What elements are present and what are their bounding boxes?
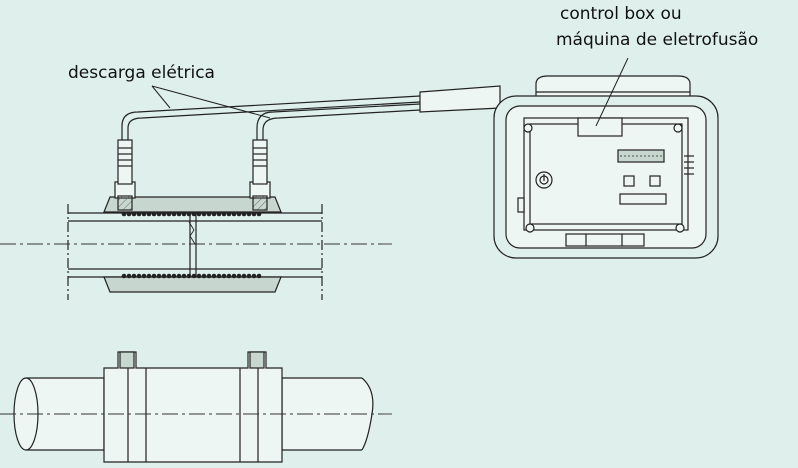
coil-wire-dot <box>201 273 207 279</box>
control-box-label-line2: máquina de eletrofusão <box>556 30 759 50</box>
coil-wire-dot <box>241 211 247 217</box>
coil-wire-dot <box>211 273 217 279</box>
coil-wire-dot <box>181 211 187 217</box>
heating-coil-lower <box>121 273 262 279</box>
panel-notch <box>577 117 623 137</box>
coil-wire-dot <box>121 211 127 217</box>
coil-wire-dot <box>151 211 157 217</box>
coil-wire-dot <box>136 211 142 217</box>
coil-wire-dot <box>226 273 232 279</box>
coil-wire-dot <box>146 211 152 217</box>
coil-wire-dot <box>251 211 257 217</box>
control-box <box>493 75 719 259</box>
coil-wire-dot <box>231 273 237 279</box>
terminal-post-right <box>249 351 265 369</box>
screw-top-right <box>673 123 683 133</box>
coil-wire-dot <box>121 273 127 279</box>
cable-sleeve <box>419 85 501 113</box>
coil-wire-dot <box>256 273 262 279</box>
coil-wire-dot <box>176 211 182 217</box>
coil-wire-dot <box>141 211 147 217</box>
coupling-body <box>103 351 283 463</box>
coil-wire-dot <box>141 273 147 279</box>
coil-wire-dot <box>226 211 232 217</box>
coil-wire-dot <box>241 273 247 279</box>
external-view <box>13 351 374 463</box>
card-slot <box>619 193 667 205</box>
coil-wire-dot <box>171 273 177 279</box>
coil-wire-dot <box>236 273 242 279</box>
coil-wire-dot <box>256 211 262 217</box>
coil-wire-dot <box>131 211 137 217</box>
control-box-feet <box>565 233 645 247</box>
discharge-leaders <box>151 85 271 119</box>
coil-wire-dot <box>216 273 222 279</box>
coil-wire-dot <box>196 211 202 217</box>
screw-bottom-left <box>525 223 535 233</box>
coil-wire-dot <box>186 211 192 217</box>
coil-wire-dot <box>126 211 132 217</box>
coil-wire-dot <box>166 211 172 217</box>
coil-wire-dot <box>206 273 212 279</box>
coil-wire-dot <box>206 211 212 217</box>
coupling-lower-half <box>103 276 282 293</box>
coil-wire-dot <box>201 211 207 217</box>
side-vent <box>684 155 694 175</box>
terminal-post-left <box>119 351 135 369</box>
coil-wire-dot <box>161 211 167 217</box>
coil-wire-dot <box>171 211 177 217</box>
coil-wire-dot <box>211 211 217 217</box>
terminal-right-socket <box>252 195 268 211</box>
coil-wire-dot <box>246 211 252 217</box>
terminal-left-socket <box>117 195 133 211</box>
screw-top-left <box>523 123 533 133</box>
coil-wire-dot <box>136 273 142 279</box>
coil-wire-dot <box>221 273 227 279</box>
coil-wire-dot <box>196 273 202 279</box>
cable-right-b <box>262 109 421 140</box>
connector-plug-left <box>117 139 133 185</box>
heating-coil-upper <box>121 211 262 217</box>
section-view <box>0 181 392 300</box>
coil-wire-dot <box>221 211 227 217</box>
coil-wire-dot <box>191 211 197 217</box>
coil-wire-dot <box>146 273 152 279</box>
screw-bottom-right <box>675 223 685 233</box>
button-left <box>623 175 635 187</box>
cable-left-a <box>121 95 421 140</box>
coil-wire-dot <box>126 273 132 279</box>
coil-wire-dot <box>151 273 157 279</box>
coil-wire-dot <box>186 273 192 279</box>
pipe-joint-break <box>188 221 196 245</box>
coil-wire-dot <box>131 273 137 279</box>
coupling-upper-half <box>103 196 282 213</box>
coil-wire-dot <box>251 273 257 279</box>
coil-wire-dot <box>181 273 187 279</box>
connector-plug-right <box>252 139 268 185</box>
coil-wire-dot <box>156 211 162 217</box>
button-right <box>649 175 661 187</box>
coil-wire-dot <box>161 273 167 279</box>
coil-wire-dot <box>156 273 162 279</box>
coil-wire-dot <box>166 273 172 279</box>
cable-left-b <box>127 101 421 140</box>
pipe-right <box>281 377 362 451</box>
coil-wire-dot <box>246 273 252 279</box>
coil-wire-dot <box>216 211 222 217</box>
control-box-leader <box>595 57 629 127</box>
coil-wire-dot <box>176 273 182 279</box>
coil-wire-dot <box>236 211 242 217</box>
coil-wire-dot <box>231 211 237 217</box>
discharge-label: descarga elétrica <box>68 63 215 83</box>
cables <box>117 85 501 185</box>
control-box-label-line1: control box ou <box>560 4 682 24</box>
coil-wire-dot <box>191 273 197 279</box>
control-panel <box>523 117 689 231</box>
